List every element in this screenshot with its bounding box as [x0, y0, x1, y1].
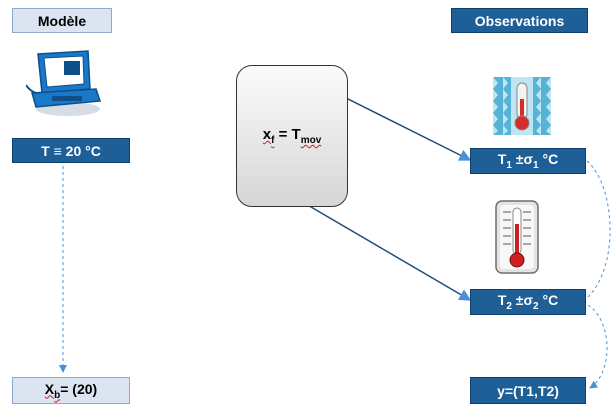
- observation-vector-box: y=(T1,T2): [470, 377, 586, 404]
- observation-1-label: T1 ±σ1 °C: [497, 151, 559, 171]
- thermometer-icon: [493, 77, 551, 135]
- observation-vector-label: y=(T1,T2): [497, 382, 559, 399]
- observation-1-box: T1 ±σ1 °C: [470, 148, 586, 174]
- observations-header-label: Observations: [474, 12, 565, 29]
- model-value-box: T ≡ 20 °C: [12, 138, 130, 163]
- observation-2-label: T2 ±σ2 °C: [497, 292, 559, 312]
- background-label: Xb= (20): [44, 380, 98, 401]
- model-header: Modèle: [12, 8, 112, 33]
- background-box: Xb= (20): [12, 377, 130, 404]
- model-header-label: Modèle: [37, 12, 87, 29]
- observation-operator-box: xf = Tmov: [236, 65, 348, 207]
- obs1-to-obs2-curve: [586, 160, 611, 298]
- thermometer-icon: [495, 200, 539, 274]
- obs2-to-vector-curve: [587, 304, 608, 389]
- observation-2-box: T2 ±σ2 °C: [470, 289, 586, 315]
- observation-operator-label: xf = Tmov: [262, 126, 322, 146]
- model-value-label: T ≡ 20 °C: [41, 142, 101, 159]
- observations-header: Observations: [451, 8, 588, 33]
- computer-icon: [26, 50, 102, 116]
